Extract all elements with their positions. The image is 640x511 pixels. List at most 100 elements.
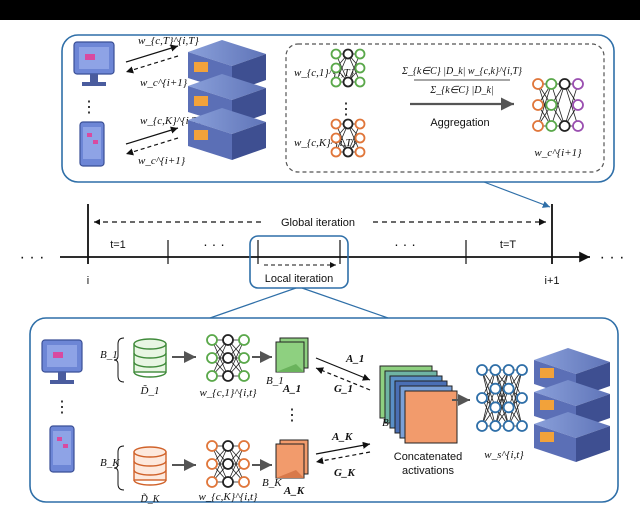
net-edge (537, 83, 552, 127)
upload-weight-label-k: w_{c,K}^{i,T} (140, 115, 203, 127)
net-node (502, 382, 515, 395)
net-node (354, 146, 366, 158)
net-node (342, 48, 354, 60)
net-edge (227, 339, 245, 377)
net-node (545, 78, 558, 90)
net-node (476, 364, 488, 376)
dataset-k-label: D̃_K (140, 492, 161, 505)
weight-exchange-arrows (125, 44, 179, 156)
recv-g1-label: G_1 (334, 383, 353, 395)
concat-b-label: B (382, 417, 389, 429)
net-edge (494, 369, 510, 427)
desktop-client-icon-bottom (41, 339, 83, 384)
net-node (222, 334, 234, 346)
net-node (489, 382, 502, 395)
net-node (330, 76, 342, 88)
net-node (354, 48, 366, 60)
net-node (489, 364, 502, 376)
dataset-1-label: D̃_1 (140, 384, 160, 397)
send-ak-arrow (315, 441, 371, 455)
aggregation-box (285, 43, 605, 173)
concat-label-2: activations (402, 465, 454, 477)
client-k-net-icon (330, 118, 366, 158)
net-node (330, 118, 342, 130)
aggregation-denominator: Σ_{k∈C} |D_k| (429, 85, 493, 96)
brace-b1 (113, 337, 125, 383)
net-node (476, 392, 488, 404)
panel-connector-left (209, 287, 297, 319)
net-node (238, 334, 250, 346)
net-node (238, 370, 250, 382)
server-model-icon (476, 364, 528, 432)
download-weight-label: w_c^{i+1} (140, 77, 188, 89)
net-edge (508, 369, 523, 408)
net-edge (227, 445, 245, 483)
client-k-model-icon (206, 440, 250, 488)
net-node (532, 78, 544, 90)
batch-b1-label: B_1 (100, 349, 118, 361)
net-node (330, 62, 342, 74)
activation-sheet (404, 390, 458, 444)
net-node (558, 120, 571, 132)
net-node (222, 370, 234, 382)
net-node (354, 62, 366, 74)
net-node (489, 420, 502, 432)
timeline: · · · · · · Global iteration t=1 · · · ·… (20, 204, 624, 289)
net-node (354, 118, 366, 130)
net-node (330, 132, 342, 144)
net-node (330, 146, 342, 158)
dataset-1-icon (133, 338, 167, 378)
net-node (558, 78, 571, 90)
net-node (222, 476, 234, 488)
net-node (572, 120, 584, 132)
net-node (516, 392, 528, 404)
client-dots: ⋮ (81, 99, 97, 116)
concat-label-1: Concatenated (394, 451, 463, 463)
net-edge (508, 388, 523, 427)
mid-ellipsis-1: · · · (203, 236, 225, 252)
split-training-panel: ⋮ B_1 B_K D̃_1 D̃_K w_{c,1}^{i,t} w_{ (29, 317, 619, 505)
aggregation-panel: ⋮ w_{c,T}^{i,T} w_c^{i+1} w_{c,K}^{i,T} … (61, 34, 615, 183)
net-node (330, 48, 342, 60)
recv-gk-arrow (315, 451, 371, 465)
net-node (206, 476, 218, 488)
recv-gk-label: G_K (334, 467, 355, 479)
send-ak-label: A_K (331, 431, 353, 443)
fed-server-icon (188, 40, 266, 160)
net-node (502, 420, 515, 432)
net-node (238, 352, 250, 364)
net-node (354, 132, 366, 144)
net-node (342, 118, 354, 130)
send-a1-arrow (315, 357, 371, 381)
net-edge (481, 369, 496, 408)
net-node (516, 420, 528, 432)
net-node (502, 364, 515, 376)
net-node (222, 458, 234, 470)
net-edge (481, 388, 496, 427)
net-node (354, 76, 366, 88)
i-label: i (87, 275, 89, 287)
header-strip (0, 0, 640, 20)
recv-g1-arrow (315, 367, 371, 391)
net-node (532, 99, 544, 111)
net-node (238, 476, 250, 488)
batch-bk-label: B_K (100, 457, 120, 469)
net-edge (211, 445, 229, 483)
server-model-weight: w_s^{i,t} (484, 449, 524, 461)
net-edge (550, 83, 566, 127)
brace-bk (113, 445, 125, 491)
act-ak-label: A_K (283, 485, 305, 497)
net-node (545, 99, 558, 111)
activation-1-stack (275, 337, 309, 373)
dataset-k-icon (133, 446, 167, 486)
net-node (206, 458, 218, 470)
main-server-icon (534, 348, 610, 462)
act-a1-label: A_1 (282, 383, 301, 395)
client-k-model-weight: w_{c,K}^{i,t} (199, 491, 259, 503)
net-node (502, 401, 515, 414)
global-iteration-label: Global iteration (281, 217, 355, 229)
net-edge (564, 83, 579, 127)
client-1-model-weight: w_{c,1}^{i,t} (199, 387, 257, 399)
local-iteration-label: Local iteration (265, 273, 334, 285)
